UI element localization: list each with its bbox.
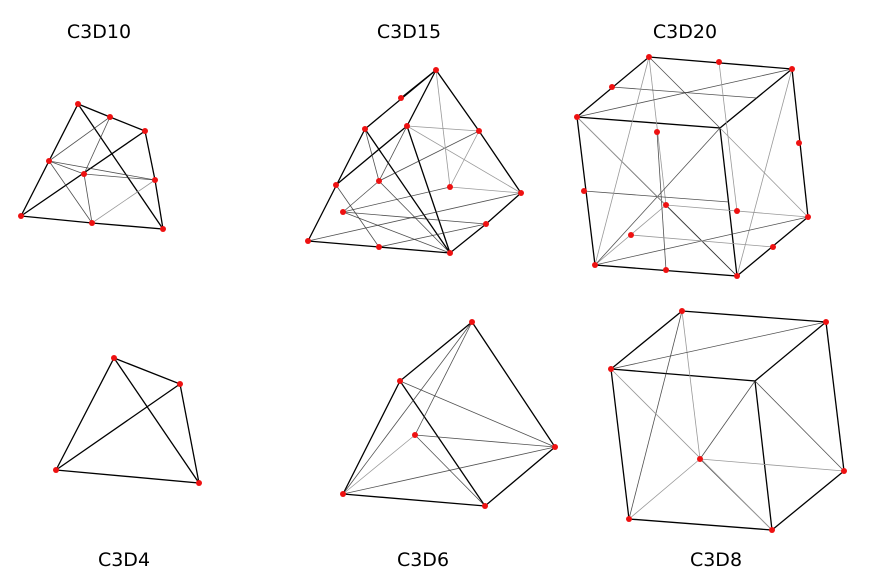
element-c3d4 — [53, 355, 202, 486]
element-c3d20 — [574, 54, 811, 279]
label-c3d10: C3D10 — [67, 21, 131, 43]
node — [654, 129, 660, 135]
node — [333, 182, 339, 188]
node — [111, 355, 117, 361]
node — [75, 101, 81, 107]
node — [574, 114, 580, 120]
label-c3d4: C3D4 — [98, 549, 150, 571]
node — [716, 59, 722, 65]
node — [305, 238, 311, 244]
node — [483, 221, 489, 227]
node — [398, 95, 404, 101]
node — [734, 208, 740, 214]
node — [469, 319, 475, 325]
node — [340, 209, 346, 215]
node — [608, 366, 614, 372]
node — [628, 232, 634, 238]
node — [663, 202, 669, 208]
node — [362, 126, 368, 132]
node — [796, 140, 802, 146]
node — [433, 67, 439, 73]
node — [592, 262, 598, 268]
node — [789, 66, 795, 72]
node — [177, 381, 183, 387]
node — [679, 308, 685, 314]
node — [770, 244, 776, 250]
node — [397, 378, 403, 384]
node — [376, 244, 382, 250]
c3d15-edges — [307, 69, 522, 254]
node — [663, 267, 669, 273]
c3d10-nodes — [18, 101, 166, 232]
c3d6-nodes — [340, 319, 558, 509]
node — [823, 319, 829, 325]
node — [805, 214, 811, 220]
element-c3d10 — [18, 101, 166, 232]
element-c3d15 — [305, 67, 524, 256]
node — [447, 184, 453, 190]
node — [476, 128, 482, 134]
node — [646, 54, 652, 60]
node — [196, 480, 202, 486]
c3d8-nodes — [608, 308, 847, 533]
node — [447, 250, 453, 256]
node — [160, 226, 166, 232]
c3d15-nodes — [305, 67, 524, 256]
node — [81, 171, 87, 177]
node — [626, 516, 632, 522]
node — [552, 444, 558, 450]
node — [769, 527, 775, 533]
node — [340, 491, 346, 497]
label-c3d6: C3D6 — [397, 549, 449, 571]
node — [376, 178, 382, 184]
node — [142, 128, 148, 134]
node — [18, 213, 24, 219]
c3d4-edges — [55, 357, 200, 484]
c3d10-edges — [20, 103, 164, 230]
element-c3d8 — [608, 308, 847, 533]
label-c3d15: C3D15 — [377, 21, 441, 43]
node — [412, 432, 418, 438]
label-c3d8: C3D8 — [690, 549, 742, 571]
c3d4-nodes — [53, 355, 202, 486]
node — [46, 158, 52, 164]
node — [107, 114, 113, 120]
node — [482, 503, 488, 509]
label-c3d20: C3D20 — [653, 21, 717, 43]
node — [89, 220, 95, 226]
node — [518, 190, 524, 196]
node — [697, 456, 703, 462]
c3d20-nodes — [574, 54, 811, 279]
node — [404, 123, 410, 129]
node — [609, 84, 615, 90]
node — [581, 188, 587, 194]
element-c3d6 — [340, 319, 558, 509]
node — [841, 468, 847, 474]
c3d8-edges — [610, 310, 845, 531]
c3d6-edges — [342, 321, 556, 507]
node — [152, 177, 158, 183]
node — [53, 467, 59, 473]
node — [734, 273, 740, 279]
